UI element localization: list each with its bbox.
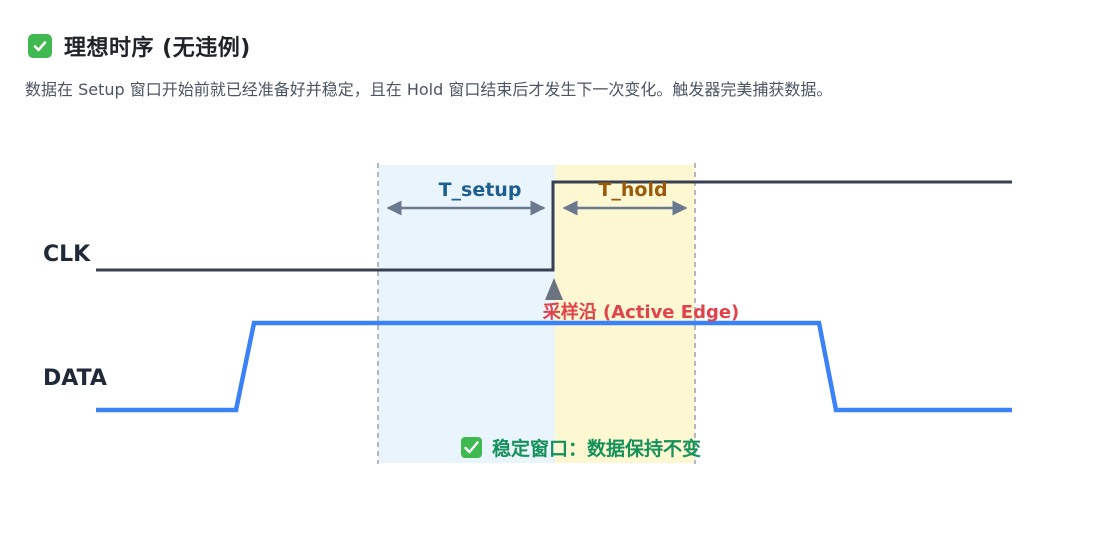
clk-waveform [96,180,1012,272]
active-edge-marker-icon [545,278,563,300]
check-mark-icon [28,34,52,58]
hold-time-label: T_hold [598,179,667,201]
setup-time-label: T_setup [439,179,522,201]
stable-check-icon [461,437,482,458]
clk-label: CLK [43,242,91,267]
section-header: 理想时序 (无违例) [28,30,251,62]
data-waveform [96,320,1012,413]
description-text: 数据在 Setup 窗口开始前就已经准备好并稳定，且在 Hold 窗口结束后才发… [25,80,833,99]
active-edge-label: 采样沿 (Active Edge) [542,301,740,323]
setup-window [378,165,555,463]
page-title: 理想时序 (无违例) [64,36,251,61]
data-label: DATA [43,366,107,391]
stable-window-label: 稳定窗口：数据保持不变 [492,437,701,460]
stable-window-caption: 稳定窗口：数据保持不变 [461,437,701,460]
